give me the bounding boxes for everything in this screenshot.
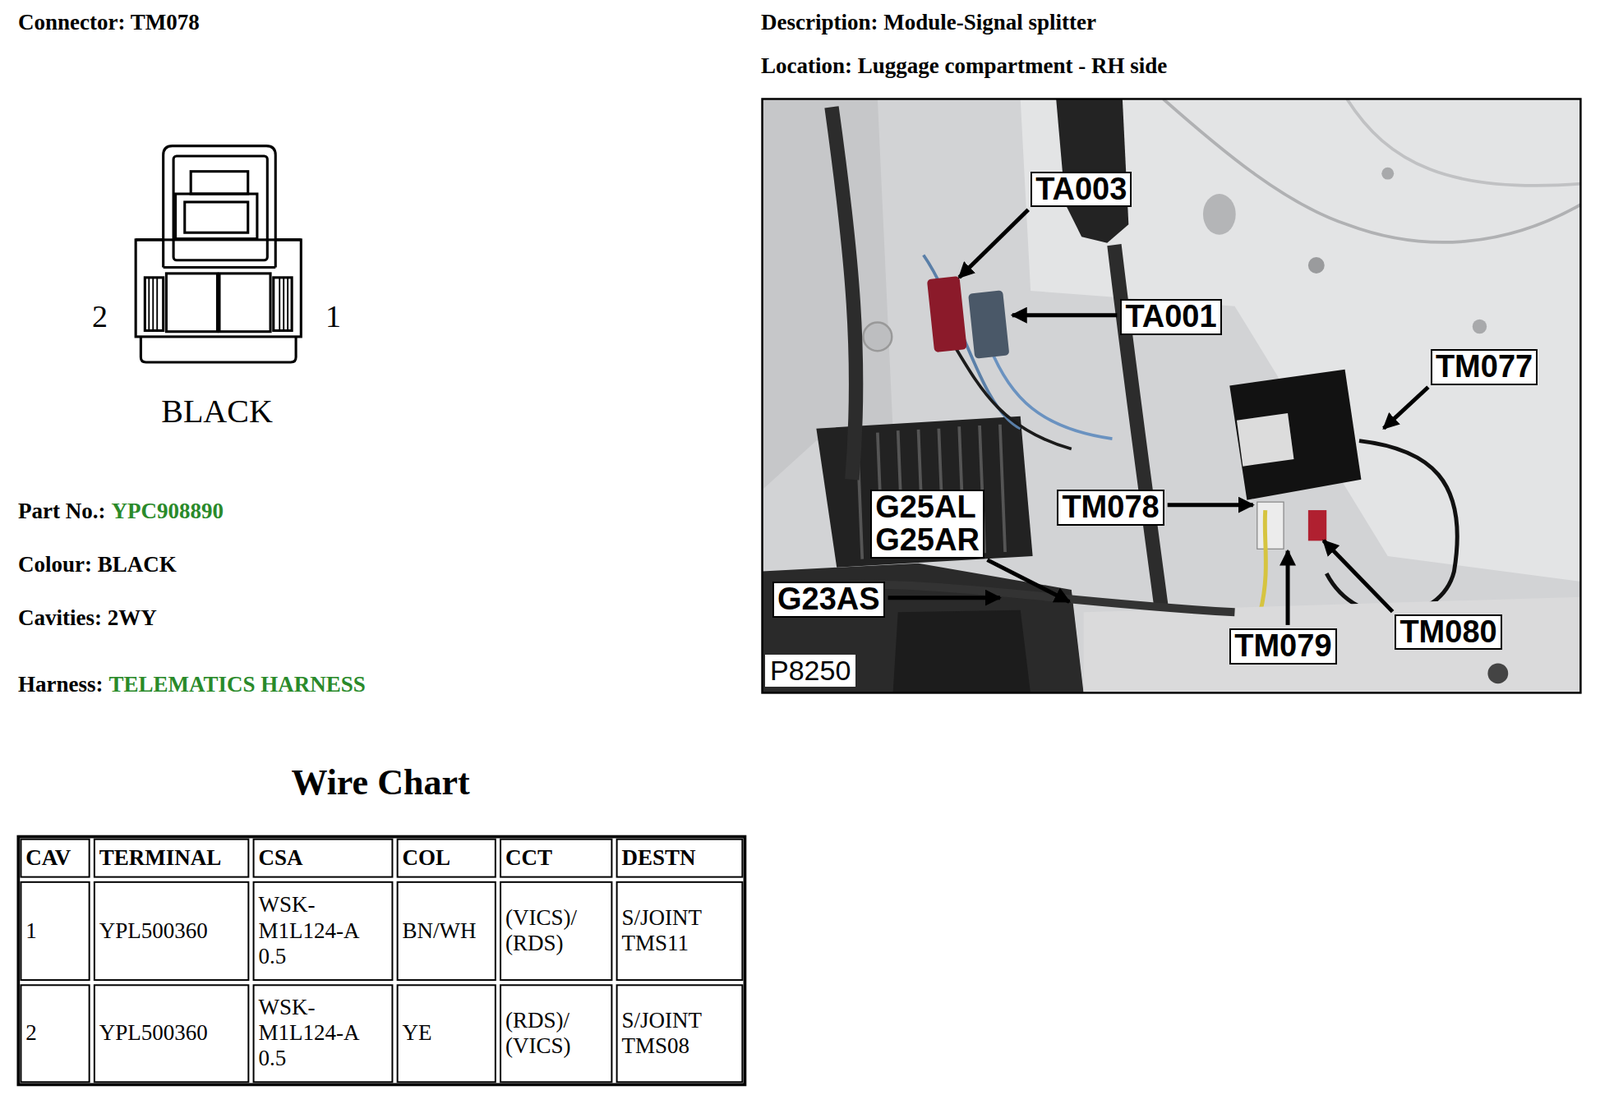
text-row: Harness:TELEMATICS HARNESS — [18, 672, 366, 698]
table-cell: S/JOINT TMS11 — [622, 881, 740, 980]
text-row: Part No.:YPC908890 — [18, 498, 224, 525]
callout-text: G23AS — [777, 583, 881, 617]
photo-frame — [762, 98, 1582, 693]
leader-arrow — [1383, 387, 1429, 429]
table-cell: 1 — [25, 881, 86, 980]
callout-text: G25AL — [875, 491, 980, 525]
colour-text: Colour: BLACK — [18, 552, 177, 578]
leader-arrow — [959, 209, 1029, 277]
callout-box: TM077 — [1430, 349, 1538, 386]
table-header-cell: CSA — [258, 839, 389, 877]
table-cell: YE — [402, 985, 493, 1083]
table-title: Wire Chart — [290, 762, 470, 805]
table-header-cell: TERMINAL — [99, 839, 246, 877]
table-cell: WSK-M1L124-A 0.5 — [258, 985, 389, 1083]
callout-box: TA003 — [1030, 171, 1132, 208]
table-cell: (VICS)/ (RDS) — [505, 881, 609, 980]
callout-text: TM080 — [1399, 616, 1497, 650]
callout-box: G23AS — [772, 581, 886, 618]
description-text: Description: Module-Signal splitter — [760, 9, 1097, 36]
callout-text: TM079 — [1234, 630, 1332, 664]
callout-box: G25ALG25AR — [870, 489, 985, 559]
leader-arrow — [1286, 551, 1291, 626]
location-text: Location: Luggage compartment - RH side — [760, 53, 1167, 79]
part-number-key: Part No.: — [18, 498, 106, 525]
table-header-cell: CCT — [505, 839, 609, 877]
pin-number: 1 — [325, 299, 342, 336]
connector-heading: Connector: TM078 — [18, 9, 200, 36]
harness-key: Harness: — [18, 672, 104, 698]
table-cell: WSK-M1L124-A 0.5 — [258, 881, 389, 980]
callout-text: TA003 — [1035, 173, 1127, 207]
photo-reference: P8250 — [765, 654, 856, 688]
leader-arrow — [1167, 502, 1254, 508]
callout-box: TM080 — [1394, 614, 1502, 651]
connector-face-drawing — [135, 146, 301, 363]
leader-arrow — [888, 595, 1001, 600]
table-grid — [18, 837, 745, 1086]
leader-arrow — [1323, 540, 1393, 613]
vent-slats — [857, 424, 1006, 560]
table-cell: BN/WH — [402, 881, 493, 980]
cavities-text: Cavities: 2WY — [18, 605, 157, 632]
photo-illustration — [762, 98, 1582, 693]
harness-value: TELEMATICS HARNESS — [109, 672, 366, 698]
callout-box: TM079 — [1229, 628, 1337, 665]
callout-text: G25AR — [875, 524, 980, 558]
table-header-cell: DESTN — [622, 839, 740, 877]
leader-arrow — [986, 560, 1070, 603]
callout-text: TA001 — [1125, 300, 1217, 334]
part-number-value: YPC908890 — [110, 498, 224, 525]
table-cell: (RDS)/ (VICS) — [505, 985, 609, 1083]
table-cell: YPL500360 — [99, 881, 246, 980]
pin-number: 2 — [92, 299, 108, 336]
callout-text: TM078 — [1061, 491, 1159, 525]
table-cell: YPL500360 — [99, 985, 246, 1083]
table-cell: 2 — [25, 985, 86, 1083]
leader-arrow — [1012, 313, 1118, 318]
callout-box: TM078 — [1056, 489, 1164, 526]
connector-colour: BLACK — [161, 392, 273, 431]
table-header-cell: CAV — [25, 839, 86, 877]
table-cell: S/JOINT TMS08 — [622, 985, 740, 1083]
callout-text: TM077 — [1435, 350, 1533, 384]
callout-box: TA001 — [1120, 299, 1222, 336]
table-header-cell: COL — [402, 839, 493, 877]
